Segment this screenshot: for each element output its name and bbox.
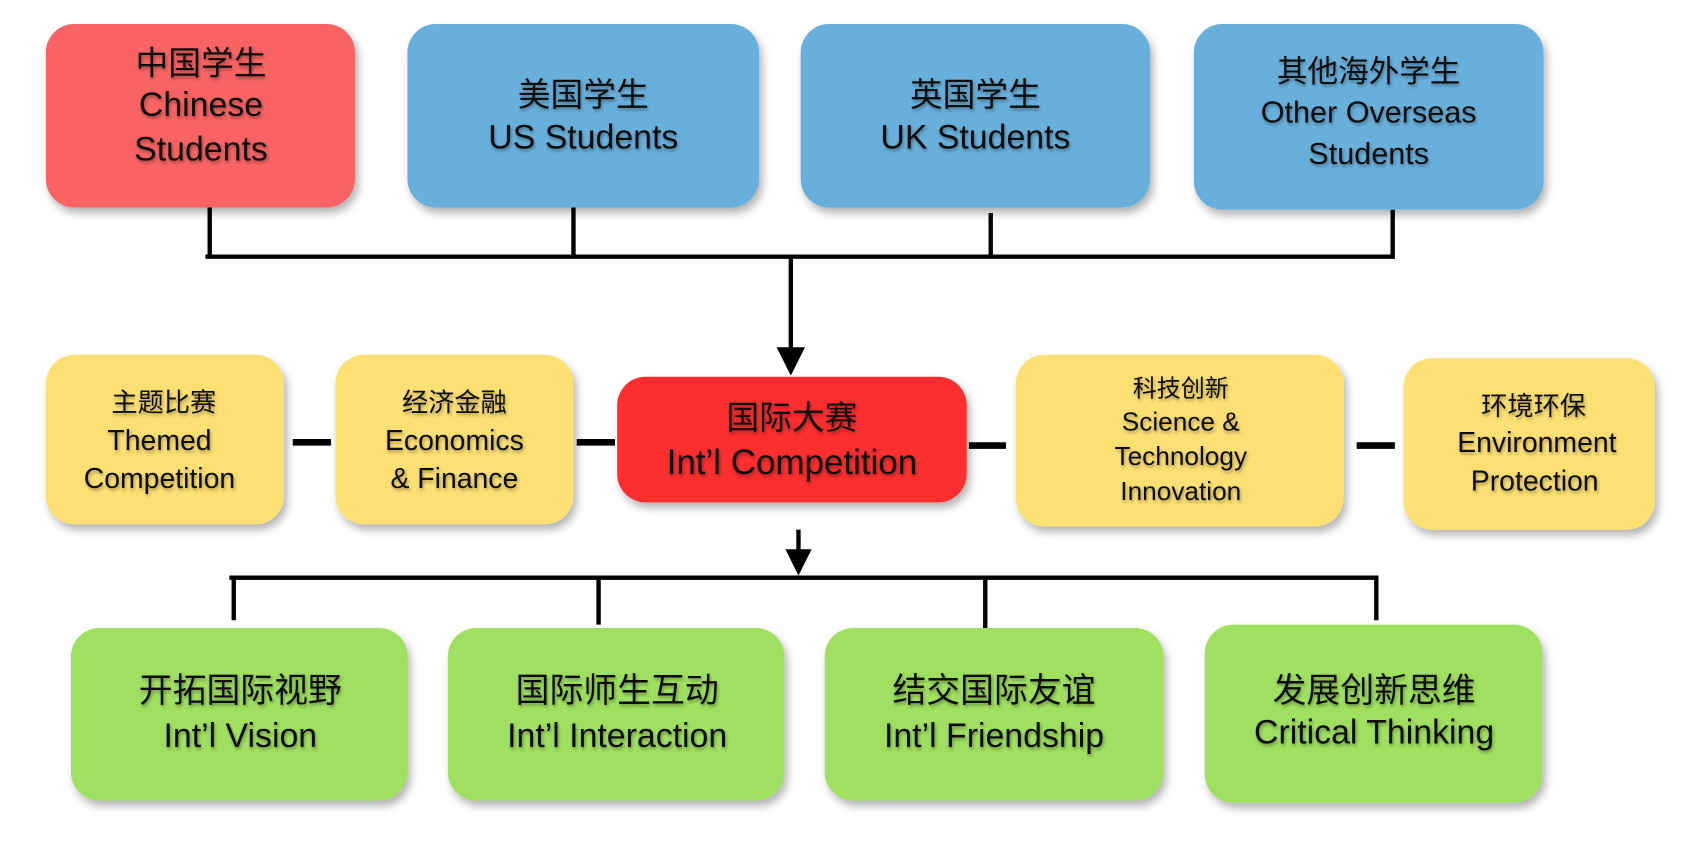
category-node-economics: 经济金融 Economics & Finance [335, 354, 574, 525]
arrow-down-icon [776, 347, 806, 376]
node-label: Int’l Friendship [884, 717, 1104, 755]
outcome-node-vision: 开拓国际视野 Int’l Vision [71, 627, 408, 801]
node-label: 国际大赛 [726, 399, 857, 436]
node-label: 发展创新思维 [1273, 672, 1476, 710]
node-label: 科技创新 [1133, 375, 1229, 402]
node-label: 美国学生 [518, 76, 649, 113]
node-label: Critical Thinking [1254, 714, 1494, 752]
node-label: Innovation [1120, 476, 1241, 506]
node-label: 主题比赛 [111, 388, 216, 418]
node-label: 国际师生互动 [516, 672, 719, 710]
category-connectors [292, 439, 1395, 449]
student-node-other-overseas: 其他海外学生 Other Overseas Students [1193, 24, 1544, 210]
node-label: & Finance [391, 463, 519, 495]
node-label: Students [1308, 137, 1429, 171]
node-label: Other Overseas [1261, 95, 1477, 129]
student-node-chinese: 中国学生 Chinese Students [45, 24, 355, 208]
node-label: Economics [385, 425, 524, 457]
node-label: 其他海外学生 [1277, 55, 1461, 89]
center-node-intl-competition: 国际大赛 Int’l Competition [617, 376, 967, 503]
category-node-science: 科技创新 Science & Technology Innovation [1015, 354, 1344, 527]
node-label: 开拓国际视野 [139, 672, 342, 710]
node-label: Environment [1457, 427, 1616, 459]
student-node-uk: 英国学生 UK Students [800, 24, 1151, 208]
top-connectors [205, 207, 1395, 376]
node-label: 环境环保 [1481, 391, 1586, 421]
node-label: Int’l Competition [667, 443, 918, 482]
outcome-node-friendship: 结交国际友谊 Int’l Friendship [824, 627, 1164, 801]
node-label: Competition [84, 463, 235, 495]
node-label: Students [134, 131, 268, 169]
outcome-node-critical-thinking: 发展创新思维 Critical Thinking [1204, 624, 1543, 803]
node-label: Int’l Interaction [507, 717, 727, 755]
outcome-node-interaction: 国际师生互动 Int’l Interaction [447, 627, 785, 801]
node-label: 结交国际友谊 [892, 672, 1095, 710]
node-label: Int’l Vision [163, 717, 317, 755]
node-label: Technology [1114, 441, 1247, 471]
category-node-environment: 环境环保 Environment Protection [1403, 358, 1655, 530]
node-label: US Students [488, 119, 678, 157]
node-label: UK Students [880, 119, 1070, 157]
node-label: Protection [1471, 465, 1599, 497]
node-label: 英国学生 [910, 76, 1041, 113]
bottom-connectors [229, 529, 1379, 628]
node-label: Chinese [139, 86, 263, 124]
student-node-us: 美国学生 US Students [407, 24, 760, 208]
node-label: Science & [1122, 406, 1241, 436]
node-label: 经济金融 [402, 388, 507, 418]
category-node-themed: 主题比赛 Themed Competition [45, 354, 284, 525]
arrow-down-icon [785, 549, 812, 576]
node-label: Themed [107, 425, 211, 457]
node-label: 中国学生 [135, 44, 266, 81]
